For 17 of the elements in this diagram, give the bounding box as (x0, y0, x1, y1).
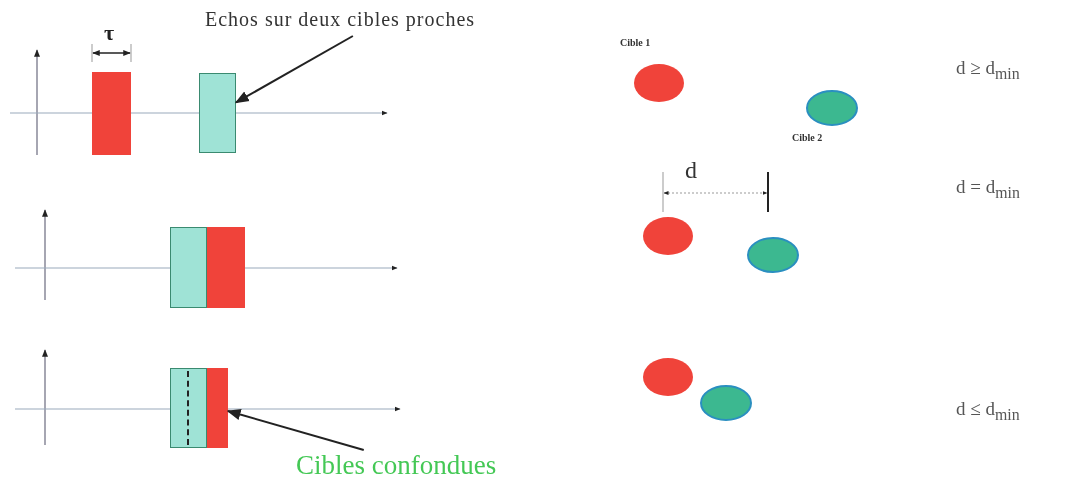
echo-pulse (207, 368, 228, 448)
echo-pulse (170, 368, 207, 448)
target-label: Cible 1 (620, 38, 651, 48)
echo-pulse (207, 227, 245, 308)
caption-text: Echos sur deux cibles proches (205, 8, 550, 36)
leader-arrow (226, 409, 365, 451)
echo-pulse (170, 227, 207, 308)
echo-pulse (199, 73, 236, 153)
condition-label: d ≤ d$_{min}$ (956, 399, 1020, 423)
echo-pulse (92, 72, 131, 155)
leader-arrow (234, 35, 354, 104)
condition-label: d ≥ d$_{min}$ (956, 58, 1020, 82)
dimension-label: d (685, 158, 697, 182)
target-label: Cible 2 (792, 133, 823, 143)
caption-text: Cibles confondues (296, 450, 536, 480)
condition-label: d = d$_{min}$ (956, 177, 1020, 201)
dimension-label: τ (104, 22, 115, 44)
